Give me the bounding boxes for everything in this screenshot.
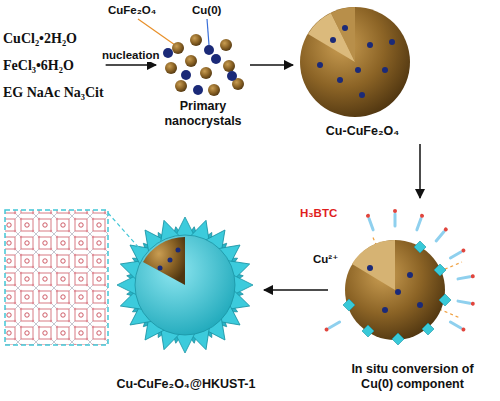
conversion-node: In situ conversion of Cu(0) component	[330, 200, 495, 395]
product-node: Cu-CuFe₂O₄@HKUST-1	[110, 212, 262, 395]
mof-coated-sphere	[117, 217, 253, 353]
component-label: H₃BTC	[300, 206, 337, 220]
edge-label: nucleation	[101, 48, 161, 62]
stage-caption: Cu-CuFe₂O₄	[326, 124, 399, 139]
component-label: Cu²⁺	[313, 252, 338, 266]
reaction-arrow	[419, 144, 421, 198]
component-label: CuFe₂O₄	[108, 3, 156, 17]
stage-caption: In situ conversion of Cu(0) component	[349, 362, 477, 392]
stage-caption: Primary nanocrystals	[160, 99, 246, 129]
conversion-sphere	[324, 209, 475, 345]
reaction-arrow	[106, 64, 156, 66]
component-label: Cu(0)	[192, 3, 221, 17]
reaction-arrow	[264, 289, 328, 291]
leader-line	[138, 19, 175, 45]
composite-sphere	[300, 7, 410, 117]
leader-line	[207, 19, 209, 45]
reaction-arrow	[250, 64, 293, 66]
reagent-text: FeCl₃•6H₂O	[3, 57, 104, 74]
sphere-node: Cu-CuFe₂O₄	[295, 3, 430, 142]
crystal-structure-inset	[5, 210, 140, 345]
stage-caption: Cu-CuFe₂O₄@HKUST-1	[117, 377, 256, 392]
reagent-list: CuCl₂•2H₂O FeCl₃•6H₂O EG NaAc Na₃Cit	[3, 30, 104, 111]
reagent-text: CuCl₂•2H₂O	[3, 30, 104, 47]
nanocrystal-node: Primary nanocrystals	[158, 30, 248, 132]
reagent-text: EG NaAc Na₃Cit	[3, 84, 104, 101]
